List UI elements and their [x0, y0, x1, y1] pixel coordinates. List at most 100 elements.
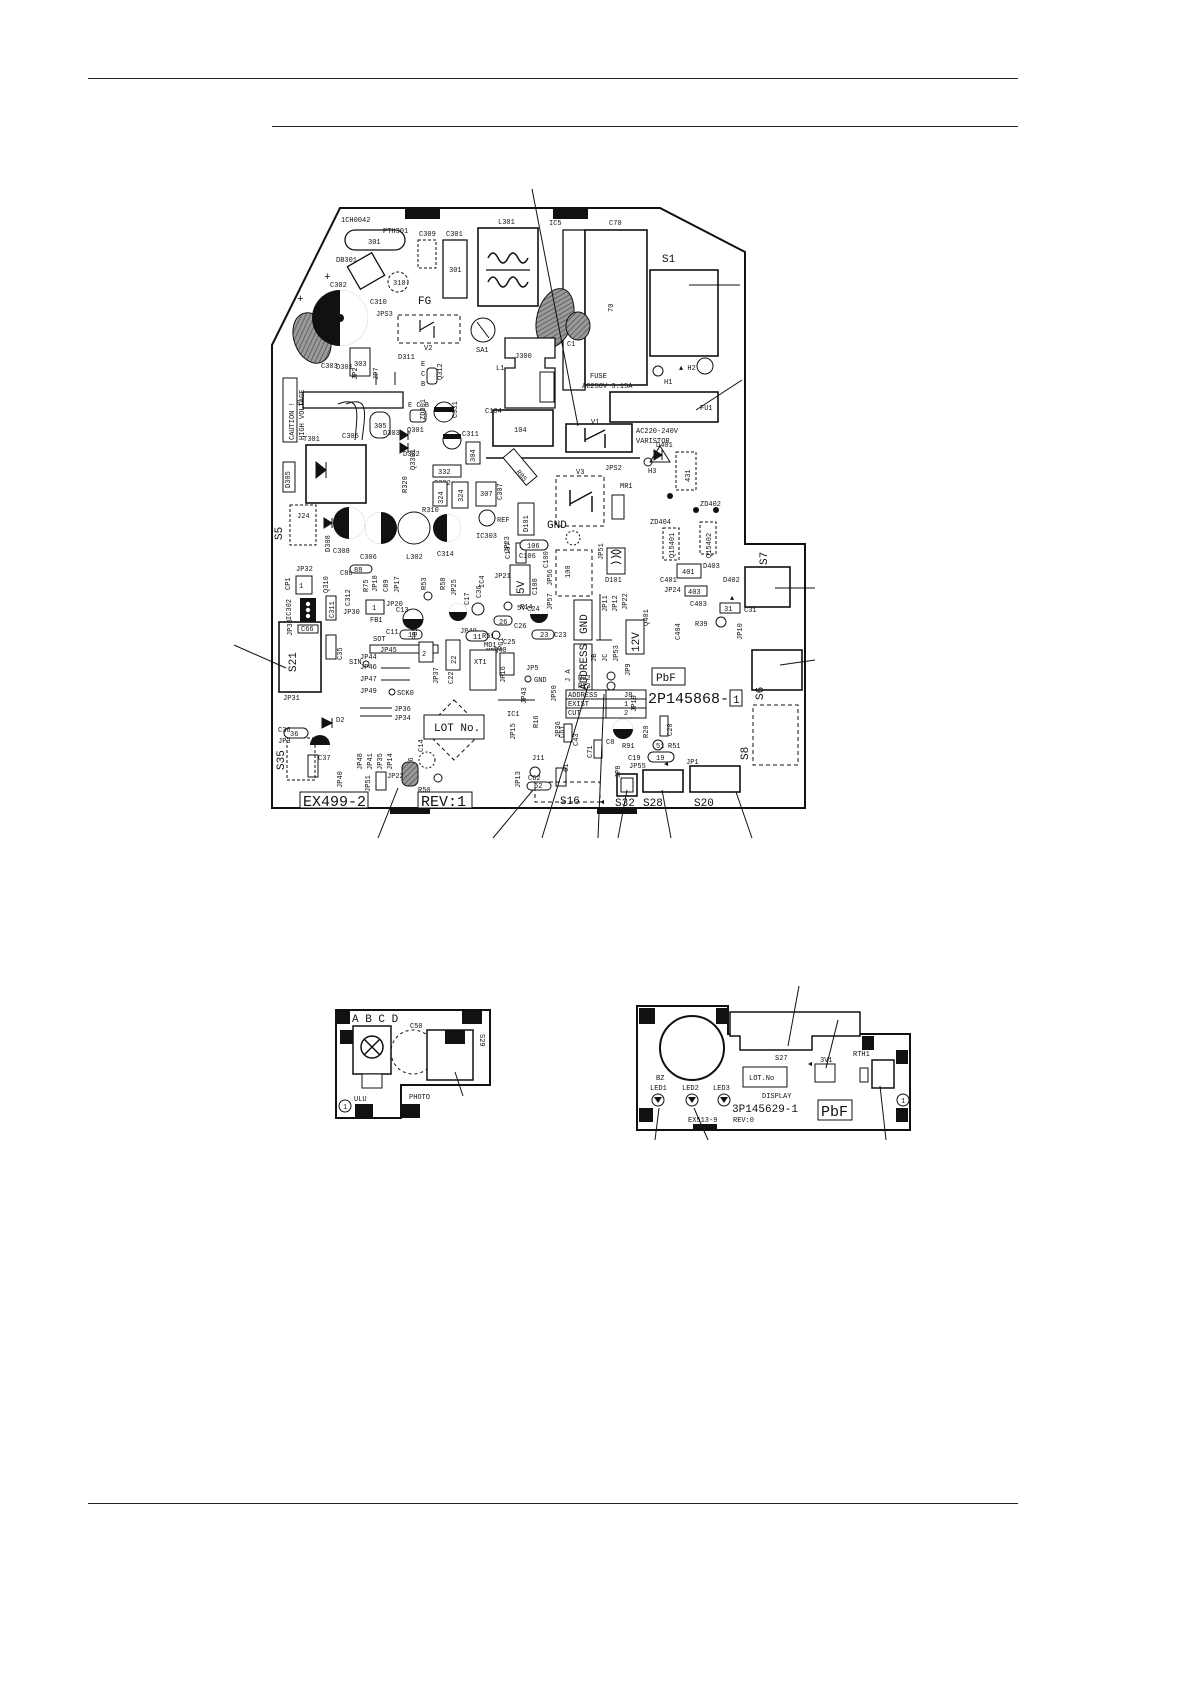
svg-text:E: E — [421, 361, 425, 369]
svg-text:JP17: JP17 — [394, 576, 402, 593]
svg-text:JP31: JP31 — [283, 695, 300, 703]
svg-text:C301: C301 — [446, 231, 463, 239]
svg-text:JPS3: JPS3 — [376, 311, 393, 319]
svg-text:JP50: JP50 — [551, 685, 559, 702]
svg-text:IC303: IC303 — [476, 533, 497, 541]
svg-text:JP48: JP48 — [357, 753, 365, 770]
svg-text:+: + — [297, 294, 304, 306]
svg-text:SCK0: SCK0 — [397, 690, 414, 698]
svg-text:401: 401 — [682, 569, 695, 577]
svg-text:JP33: JP33 — [287, 619, 295, 636]
svg-text:C309: C309 — [419, 231, 436, 239]
svg-text:◄: ◄ — [600, 799, 605, 807]
svg-text:C403: C403 — [690, 601, 707, 609]
svg-text:Q301: Q301 — [407, 427, 424, 435]
display-label: DISPLAY — [762, 1093, 792, 1101]
svg-text:11: 11 — [408, 632, 416, 640]
svg-text:R51: R51 — [482, 633, 495, 641]
svg-text:307: 307 — [480, 491, 493, 499]
address-table-r2: CUT — [568, 710, 581, 718]
svg-text:R22: R22 — [578, 675, 591, 683]
svg-text:R310: R310 — [422, 507, 439, 515]
svg-text:C8: C8 — [606, 739, 614, 747]
svg-text:J24: J24 — [297, 513, 310, 521]
svg-text:ZD402: ZD402 — [700, 501, 721, 509]
varistor-line2: VARISTOR — [636, 438, 670, 446]
svg-text:V3: V3 — [576, 469, 584, 477]
svg-text:C306: C306 — [360, 554, 377, 562]
address-table-h1: ADDRESS — [568, 692, 597, 700]
svg-text:L302: L302 — [406, 554, 423, 562]
svg-text:D401: D401 — [656, 442, 673, 450]
svg-text:D101: D101 — [605, 577, 622, 585]
svg-text:R53: R53 — [421, 577, 429, 590]
svg-text:C404: C404 — [675, 623, 683, 640]
svg-text:26: 26 — [499, 619, 507, 627]
svg-text:R20: R20 — [643, 725, 651, 738]
svg-text:310: 310 — [393, 280, 406, 288]
svg-text:C302: C302 — [330, 282, 347, 290]
svg-text:JP43: JP43 — [521, 687, 529, 704]
svg-text:MR1: MR1 — [620, 483, 633, 491]
svg-text:T301: T301 — [303, 436, 320, 444]
svg-text:305: 305 — [374, 423, 387, 431]
svg-text:C311: C311 — [329, 601, 337, 618]
connector-s6: S6 — [755, 687, 767, 700]
svg-text:JP51: JP51 — [598, 543, 606, 560]
display-connector: S27 — [775, 1055, 788, 1063]
svg-text:V1: V1 — [591, 419, 599, 427]
svg-text:C312: C312 — [345, 589, 353, 606]
svg-text:JP44: JP44 — [360, 654, 377, 662]
display-model: EX513-9 — [688, 1117, 717, 1125]
label-12v: 12V — [631, 632, 643, 652]
svg-text:JP30: JP30 — [343, 609, 360, 617]
svg-text:DB301: DB301 — [336, 257, 357, 265]
svg-text:D101: D101 — [523, 515, 531, 532]
svg-text:R91: R91 — [622, 743, 635, 751]
svg-text:IC4: IC4 — [479, 575, 487, 588]
svg-text:SA1: SA1 — [476, 347, 489, 355]
svg-text:C20: C20 — [667, 723, 675, 736]
connector-s28: S28 — [643, 798, 663, 810]
fuse-line2: AC250V 3.15A — [582, 383, 633, 391]
bottom-rule — [88, 1503, 1018, 1504]
svg-text:V2: V2 — [424, 345, 432, 353]
display-thermistor: RTH1 — [853, 1051, 870, 1059]
svg-text:JP15: JP15 — [510, 723, 518, 740]
svg-text:JP16: JP16 — [500, 666, 508, 683]
svg-text:IC1: IC1 — [507, 711, 520, 719]
svg-text:REF: REF — [497, 517, 510, 525]
connector-s8: S8 — [740, 747, 752, 760]
svg-text:1: 1 — [372, 605, 376, 613]
svg-text:C308: C308 — [333, 548, 350, 556]
svg-text:E C B: E C B — [408, 402, 429, 410]
svg-text:88: 88 — [354, 567, 362, 575]
svg-text:▲: ▲ — [730, 595, 735, 603]
svg-text:D302: D302 — [403, 451, 420, 459]
svg-text:Q15401: Q15401 — [669, 533, 677, 558]
svg-text:C88: C88 — [340, 570, 353, 578]
svg-text:ZD404: ZD404 — [650, 519, 671, 527]
connector-s35: S35 — [276, 750, 288, 770]
main-board: 1CH0042 301 PTH301 C309 C301 301 L301 DB… — [271, 207, 806, 814]
svg-text:R320: R320 — [402, 476, 410, 493]
svg-text:332: 332 — [438, 469, 451, 477]
svg-text:JP32: JP32 — [296, 566, 313, 574]
revision-label: REV:1 — [421, 794, 466, 811]
svg-text:JP12: JP12 — [612, 595, 620, 612]
svg-text:R39: R39 — [695, 621, 708, 629]
connector-s32: S32 — [615, 798, 635, 810]
connector-s21: S21 — [288, 652, 300, 672]
svg-text:JP20: JP20 — [386, 601, 403, 609]
svg-text:R23: R23 — [578, 683, 591, 691]
svg-text:C22: C22 — [448, 671, 456, 684]
svg-text:JP25: JP25 — [451, 579, 459, 596]
svg-text:C108: C108 — [532, 578, 540, 595]
svg-text:JP55: JP55 — [629, 763, 646, 771]
svg-text:JP18: JP18 — [372, 575, 380, 592]
svg-text:GND: GND — [534, 677, 547, 685]
part-number: 2P145868- — [648, 691, 729, 708]
svg-text:JB: JB — [591, 654, 599, 662]
svg-text:C: C — [421, 371, 425, 379]
svg-text:Q401: Q401 — [643, 609, 651, 626]
